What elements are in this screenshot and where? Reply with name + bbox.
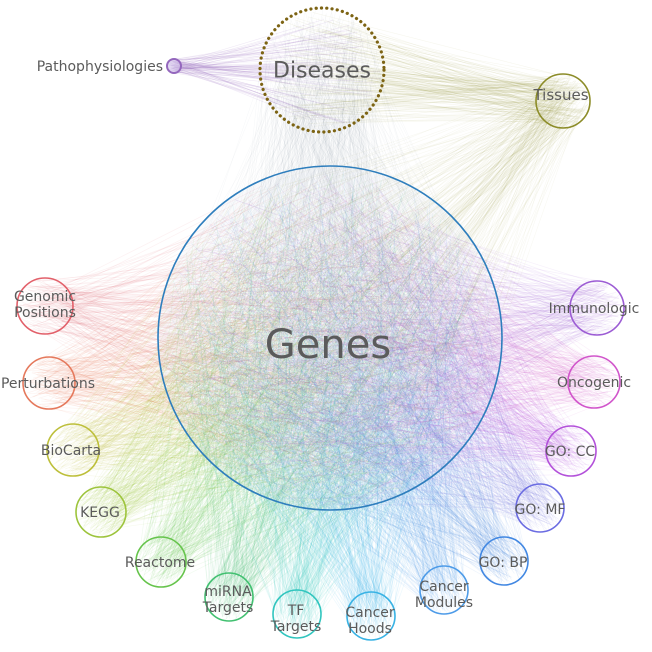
node-label-go-bp: GO: BP <box>479 555 528 571</box>
node-label-pathophysiologies: Pathophysiologies <box>37 59 163 75</box>
node-circle-go-bp[interactable] <box>479 536 529 586</box>
node-circle-diseases[interactable] <box>258 6 386 134</box>
node-label-go-cc: GO: CC <box>545 444 596 460</box>
node-circle-kegg[interactable] <box>75 486 127 538</box>
node-label-diseases: Diseases <box>273 59 371 84</box>
edge-bundle-immunologic-to-genes <box>162 187 624 507</box>
edge-bundle-go-cc-to-genes <box>167 174 596 505</box>
edge-bundle-tissues-to-genes <box>176 75 590 506</box>
node-circle-biocarta[interactable] <box>46 423 100 477</box>
node-circle-cancer-modules[interactable] <box>419 565 469 615</box>
node-label-biocarta: BioCarta <box>41 443 101 459</box>
node-label-oncogenic: Oncogenic <box>557 375 631 391</box>
node-label-kegg: KEGG <box>80 505 120 521</box>
node-circle-pathophysiologies[interactable] <box>166 58 182 74</box>
edge-bundles <box>17 9 624 638</box>
node-circles <box>16 6 625 641</box>
edge-bundle-oncogenic-to-genes <box>171 182 620 505</box>
node-circle-genes[interactable] <box>157 165 503 511</box>
edge-bundle-go-bp-to-genes <box>172 178 529 585</box>
edge-bundle-biocarta-to-genes <box>48 177 484 505</box>
edge-bundle-reactome-to-genes <box>136 172 492 588</box>
node-label-perturbations: Perturbations <box>1 376 95 392</box>
node-label-go-mf: GO: MF <box>515 502 566 518</box>
node-circle-tf-targets[interactable] <box>272 589 322 639</box>
node-circle-mirna-targets[interactable] <box>204 572 254 622</box>
node-circle-perturbations[interactable] <box>22 356 76 410</box>
edge-bundle-tf-targets-to-genes <box>172 179 493 637</box>
node-label-genes: Genes <box>265 322 391 368</box>
edge-bundle-perturbations-to-genes <box>23 175 493 496</box>
edge-bundle-go-mf-to-genes <box>164 171 565 532</box>
node-labels: Genes Diseases PathophysiologiesTissuesGen… <box>1 59 639 638</box>
edge-bundle-tissues-to-diseases <box>263 12 590 129</box>
edge-bundle-pathophysiologies-to-diseases <box>167 19 381 124</box>
node-circle-go-cc[interactable] <box>545 425 597 477</box>
edge-bundle-cancer-hoods-to-genes <box>164 171 489 638</box>
edge-bundle-diseases-to-genes <box>163 9 496 504</box>
edge-bundle-cancer-modules-to-genes <box>169 175 493 614</box>
node-label-immunologic: Immunologic <box>549 301 640 317</box>
node-circle-reactome[interactable] <box>135 536 187 588</box>
node-circle-go-mf[interactable] <box>515 483 565 533</box>
node-circle-oncogenic[interactable] <box>567 355 621 409</box>
node-label-tissues: Tissues <box>532 86 588 104</box>
node-circle-cancer-hoods[interactable] <box>346 591 396 641</box>
node-circle-immunologic[interactable] <box>569 280 625 336</box>
node-label-reactome: Reactome <box>125 555 195 571</box>
edge-bundle-genomic-positions-to-genes <box>17 178 491 505</box>
edge-bundle-kegg-to-genes <box>76 175 484 538</box>
node-circle-tissues[interactable] <box>535 73 591 129</box>
edge-bundle-mirna-targets-to-genes <box>171 175 495 621</box>
node-circle-genomic-positions[interactable] <box>16 277 74 335</box>
